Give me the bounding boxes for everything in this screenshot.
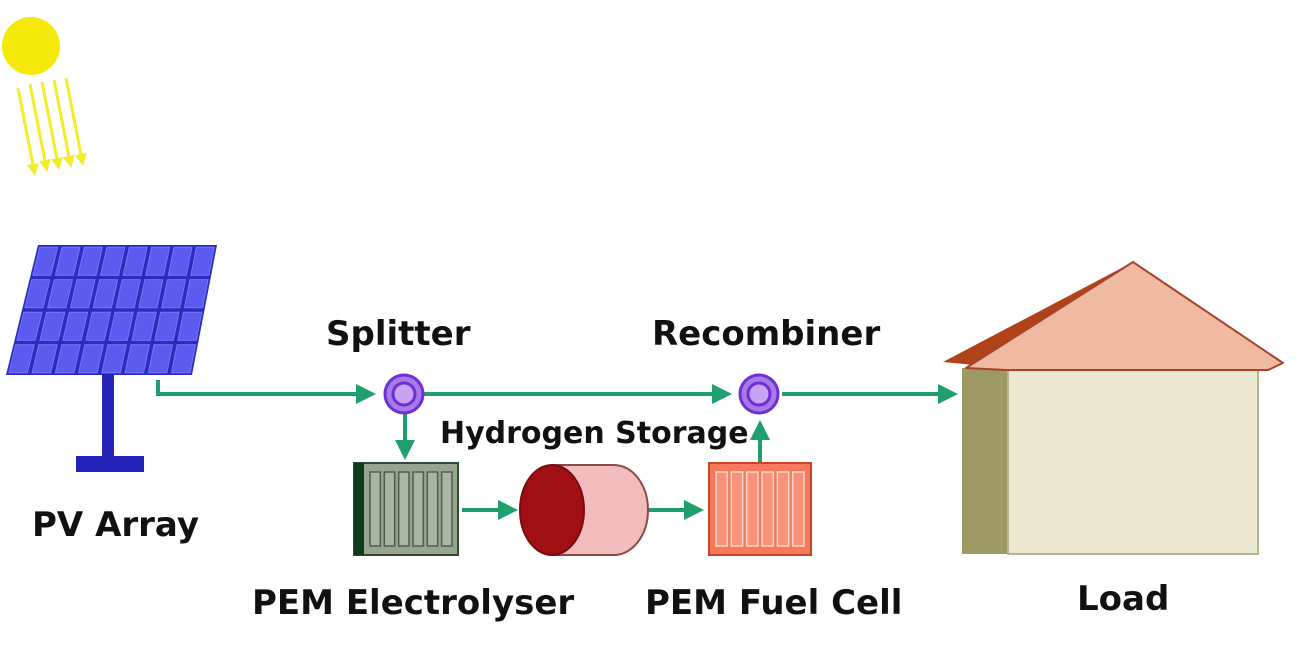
label-hydrogen-storage: Hydrogen Storage: [440, 416, 749, 451]
label-load: Load: [1077, 579, 1169, 619]
sun-icon: [2, 17, 87, 176]
label-splitter: Splitter: [326, 314, 471, 354]
stack-plate: [397, 471, 410, 547]
pv-cell: [138, 279, 164, 309]
pv-cell: [62, 311, 89, 341]
electrolyser-icon: [353, 462, 459, 556]
stack-plate: [761, 471, 775, 547]
stack-plate: [369, 471, 382, 547]
pv-cell: [54, 246, 81, 276]
pv-cell: [154, 311, 180, 341]
fuel-cell-plates: [715, 471, 805, 547]
stack-plate: [791, 471, 805, 547]
house-side-wall: [962, 368, 1010, 554]
stack-plate: [440, 471, 453, 547]
flow-lines: [156, 380, 958, 520]
pv-cell: [145, 246, 171, 276]
stack-plate: [730, 471, 744, 547]
house-front-wall: [1007, 367, 1259, 555]
pv-cell: [131, 311, 157, 341]
pv-cell: [147, 344, 174, 374]
electrolyser-plates: [369, 471, 453, 547]
pv-cell: [183, 279, 209, 309]
pv-cell: [54, 344, 81, 374]
hydrogen-storage-tank-icon: [519, 464, 649, 556]
pv-cell: [167, 246, 193, 276]
pv-cell: [99, 246, 126, 276]
pv-cell: [77, 246, 103, 276]
label-recombiner: Recombiner: [652, 314, 880, 354]
stack-plate: [776, 471, 790, 547]
pv-cell: [78, 344, 104, 374]
label-pem-fuel-cell: PEM Fuel Cell: [645, 583, 902, 623]
house-icon: [943, 261, 1284, 555]
pv-cell: [32, 246, 59, 276]
pv-cell: [177, 311, 203, 341]
sun-rays: [16, 77, 87, 176]
flow-arrow-pv-to-splitter: [156, 380, 376, 404]
pv-cell: [47, 279, 73, 309]
pv-cell: [124, 344, 150, 374]
house-roof-front: [965, 261, 1284, 371]
pv-cell: [115, 279, 141, 309]
pv-stand-pole: [102, 374, 114, 462]
stack-plate: [412, 471, 425, 547]
pv-cell: [161, 279, 186, 309]
pv-cell: [108, 311, 134, 341]
stack-plate: [426, 471, 439, 547]
pv-cell: [69, 279, 96, 309]
house-roof-side: [943, 262, 1133, 368]
pv-cell: [170, 344, 197, 374]
fuel-cell-icon: [708, 462, 812, 556]
pv-cells: [8, 246, 215, 374]
stack-plate: [383, 471, 396, 547]
label-pv-array: PV Array: [32, 505, 199, 545]
label-pem-electrolyser: PEM Electrolyser: [252, 583, 574, 623]
pv-stand-base: [76, 456, 144, 472]
pv-cell: [190, 246, 215, 276]
pv-cell: [31, 344, 58, 374]
stack-plate: [715, 471, 729, 547]
recombiner-node-icon: [738, 373, 780, 415]
pv-cell: [39, 311, 66, 341]
pv-cell: [92, 279, 119, 309]
pv-cell: [122, 246, 148, 276]
pv-panel-icon: [6, 245, 217, 472]
pv-cell: [16, 311, 43, 341]
pv-cell: [24, 279, 51, 309]
stack-plate: [745, 471, 759, 547]
pv-cell: [85, 311, 112, 341]
pv-cell: [8, 344, 35, 374]
splitter-node-icon: [383, 373, 425, 415]
pv-cell: [101, 344, 127, 374]
